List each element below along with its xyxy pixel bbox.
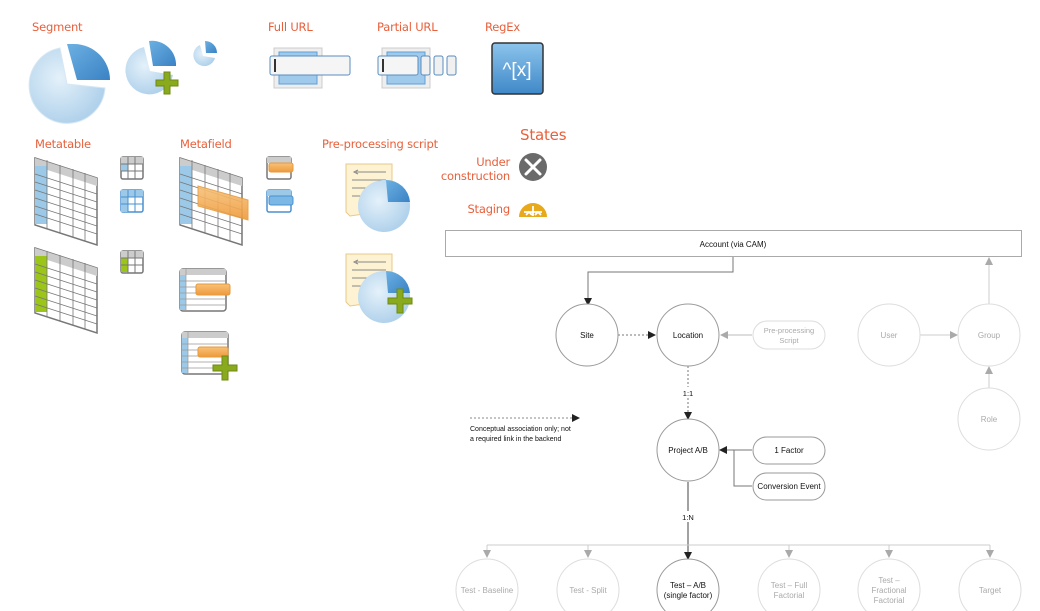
test-node[interactable]: Test - Split <box>556 545 620 611</box>
segment-small-icon <box>193 41 217 67</box>
preprocessing-add-icon <box>345 253 413 323</box>
test-node-label: Target <box>979 586 1002 595</box>
edge-label-1-n: 1:N <box>682 513 694 522</box>
segment-large-icon <box>28 44 110 124</box>
test-node[interactable]: Test - Baseline <box>455 545 519 611</box>
metafield-small-blue-icon <box>266 189 294 213</box>
test-node-circle <box>656 558 720 611</box>
metatable-small-blue-icon <box>120 189 144 213</box>
segment-add-icon <box>125 40 179 95</box>
test-node[interactable]: Target <box>958 545 1022 611</box>
metatable-small-gray-icon <box>120 156 144 180</box>
test-node-label: Test - Baseline <box>461 586 514 595</box>
preprocessing-icon <box>345 163 410 232</box>
preprocessing-label: Pre-processing script <box>322 137 438 151</box>
test-node-circle <box>857 558 921 611</box>
project-label: Project A/B <box>668 446 708 455</box>
under-construction-label: Under construction <box>440 155 510 183</box>
full-url-label: Full URL <box>268 20 313 34</box>
test-node[interactable]: Test – A/B(single factor) <box>656 558 720 611</box>
segment-label: Segment <box>32 20 83 34</box>
role-node[interactable]: Role <box>957 387 1021 451</box>
edge-account-site <box>584 257 734 306</box>
conversion-event-node[interactable]: Conversion Event <box>752 472 826 501</box>
legend-icons: ^[x] <box>28 40 547 381</box>
metafield-small-gray-icon <box>266 156 294 180</box>
preprocessing-script-node[interactable]: Pre-processing Script <box>752 320 826 350</box>
test-node-circle <box>757 558 821 611</box>
test-node-label: Test - Split <box>569 586 607 595</box>
role-label: Role <box>981 415 998 424</box>
group-node[interactable]: Group <box>957 303 1021 367</box>
staging-icon <box>519 203 547 217</box>
user-node[interactable]: User <box>857 303 921 367</box>
location-node[interactable]: Location <box>656 303 720 367</box>
test-node-label: Factorial <box>874 596 905 605</box>
regex-glyph: ^[x] <box>503 60 532 81</box>
test-node-label: Test – <box>878 576 900 585</box>
metafield-add-icon <box>181 331 238 381</box>
account-node[interactable]: Account (via CAM) <box>445 230 1022 257</box>
test-node-circle <box>958 558 1022 611</box>
factor-label: 1 Factor <box>774 446 804 455</box>
metatable-small-green-icon <box>120 250 144 274</box>
metatable-green-icon <box>34 246 98 335</box>
partial-url-icon <box>377 47 457 89</box>
under-construction-line2: construction <box>440 169 510 183</box>
metafield-large-icon <box>179 156 249 247</box>
tests-row: Test - Baseline Test - Split Test – A/B(si… <box>455 545 1022 611</box>
metafield-label: Metafield <box>180 137 232 151</box>
test-node-circle <box>455 558 519 611</box>
conversion-label: Conversion Event <box>757 482 821 491</box>
regex-icon: ^[x] <box>491 42 544 95</box>
preproc-line2: Script <box>779 336 799 345</box>
states-title: States <box>520 126 567 144</box>
user-label: User <box>881 331 898 340</box>
edge-label-1-1: 1:1 <box>683 389 693 398</box>
factor-node[interactable]: 1 Factor <box>752 436 826 465</box>
project-node[interactable]: Project A/B <box>656 418 720 482</box>
group-label: Group <box>978 331 1001 340</box>
under-construction-icon <box>519 153 547 181</box>
partial-url-label: Partial URL <box>377 20 438 34</box>
test-node-circle <box>556 558 620 611</box>
metatable-blue-icon <box>34 156 98 247</box>
edge-conversion-project <box>733 450 752 487</box>
metatable-label: Metatable <box>35 137 91 151</box>
full-url-icon <box>269 47 351 89</box>
note-line2: a required link in the backend <box>470 436 562 443</box>
preproc-line1: Pre-processing <box>764 326 814 335</box>
regex-label: RegEx <box>485 20 520 34</box>
site-node[interactable]: Site <box>555 303 619 367</box>
site-label: Site <box>580 331 594 340</box>
metafield-medium-icon <box>179 268 231 312</box>
test-node-label: (single factor) <box>664 591 713 600</box>
test-node-label: Test – A/B <box>670 581 706 590</box>
test-node-label: Factorial <box>774 591 805 600</box>
test-node-label: Test – Full <box>771 581 808 590</box>
staging-label: Staging <box>467 202 510 216</box>
location-label: Location <box>673 331 703 340</box>
note-line1: Conceptual association only; not <box>470 426 571 433</box>
under-construction-line1: Under <box>476 155 510 169</box>
test-node-label: Fractional <box>871 586 906 595</box>
account-label: Account (via CAM) <box>700 240 767 249</box>
